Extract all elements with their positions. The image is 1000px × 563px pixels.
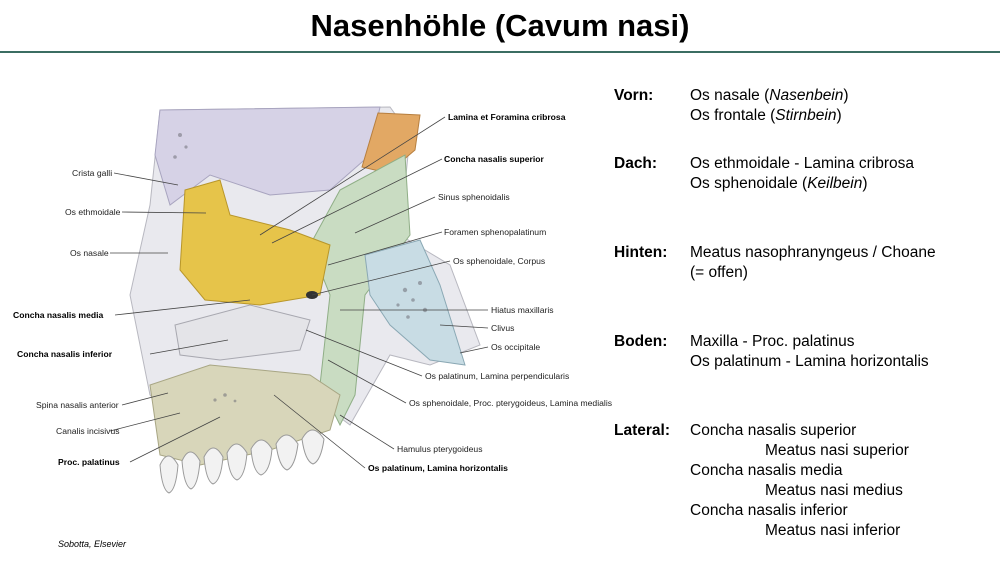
anatomy-illustration: Lamina et Foramina cribrosa Concha nasal…	[10, 95, 613, 520]
section-line: Maxilla - Proc. palatinus	[690, 333, 855, 350]
os-ethmoidale-shape	[179, 179, 331, 306]
section-line: Meatus nasi superior	[765, 442, 909, 459]
section-line: Os nasale (Nasenbein)	[690, 87, 849, 104]
label-canalis-incisivus: Canalis incisivus	[56, 426, 120, 436]
image-credit: Sobotta, Elsevier	[58, 539, 127, 549]
label-foramen-sphenopalatinum: Foramen sphenopalatinum	[444, 227, 547, 237]
label-lamina-cribrosa: Lamina et Foramina cribrosa	[448, 112, 566, 122]
section-values: Meatus nasophranyngeus / Choane (= offen…	[690, 243, 936, 283]
os-occipitale-shape	[364, 239, 466, 366]
section-line: (= offen)	[690, 264, 748, 281]
title-divider	[0, 51, 1000, 53]
section-values: Os nasale (Nasenbein) Os frontale (Stirn…	[690, 86, 849, 126]
label-hiatus-maxillaris: Hiatus maxillaris	[491, 305, 554, 315]
section-key: Hinten:	[614, 244, 668, 261]
section-line: Os palatinum - Lamina horizontalis	[690, 353, 929, 370]
page-title: Nasenhöhle (Cavum nasi)	[310, 8, 690, 43]
label-os-palatinum-perpendicularis: Os palatinum, Lamina perpendicularis	[425, 371, 570, 381]
label-hamulus-pterygoideus: Hamulus pterygoideus	[397, 444, 483, 454]
label-os-occipitale: Os occipitale	[491, 342, 541, 352]
label-clivus: Clivus	[491, 323, 515, 333]
section-line: Os ethmoidale - Lamina cribrosa	[690, 155, 914, 172]
section-key: Lateral:	[614, 422, 670, 439]
section-line: Concha nasalis inferior	[690, 502, 848, 519]
section-values: Concha nasalis superior Meatus nasi supe…	[690, 421, 909, 541]
label-concha-inferior: Concha nasalis inferior	[17, 349, 113, 359]
section-key: Boden:	[614, 333, 668, 350]
section-line: Meatus nasi medius	[765, 482, 903, 499]
section-line: Concha nasalis superior	[690, 422, 857, 439]
label-proc-palatinus: Proc. palatinus	[58, 457, 120, 467]
leader-lines	[109, 116, 489, 469]
section-key: Vorn:	[614, 87, 654, 104]
label-os-sphenoidale-corpus: Os sphenoidale, Corpus	[453, 256, 546, 266]
bone-texture	[173, 133, 428, 403]
concha-inferior-shape	[174, 304, 311, 361]
section-line: Os sphenoidale (Keilbein)	[690, 175, 868, 192]
label-os-ethmoidale: Os ethmoidale	[65, 207, 121, 217]
label-crista-galli: Crista galli	[72, 168, 113, 178]
section-line: Os frontale (Stirnbein)	[690, 107, 842, 124]
label-os-palatinum-horizontalis: Os palatinum, Lamina horizontalis	[368, 463, 508, 473]
section-key: Dach:	[614, 155, 658, 172]
section-line: Concha nasalis media	[690, 462, 843, 479]
nasal-cavity-drawing	[109, 106, 489, 494]
section-values: Maxilla - Proc. palatinus Os palatinum -…	[690, 332, 929, 372]
label-spina-nasalis: Spina nasalis anterior	[36, 400, 119, 410]
label-concha-superior: Concha nasalis superior	[444, 154, 544, 164]
teeth	[159, 429, 325, 494]
section-line: Meatus nasophranyngeus / Choane	[690, 244, 936, 261]
section-line: Meatus nasi inferior	[765, 522, 901, 539]
label-os-nasale: Os nasale	[70, 248, 109, 258]
label-sinus-sphenoidalis: Sinus sphenoidalis	[438, 192, 510, 202]
label-os-sphenoidale-proc: Os sphenoidale, Proc. pterygoideus, Lami…	[409, 398, 613, 408]
label-concha-media: Concha nasalis media	[13, 310, 104, 320]
section-values: Os ethmoidale - Lamina cribrosa Os sphen…	[690, 154, 914, 194]
